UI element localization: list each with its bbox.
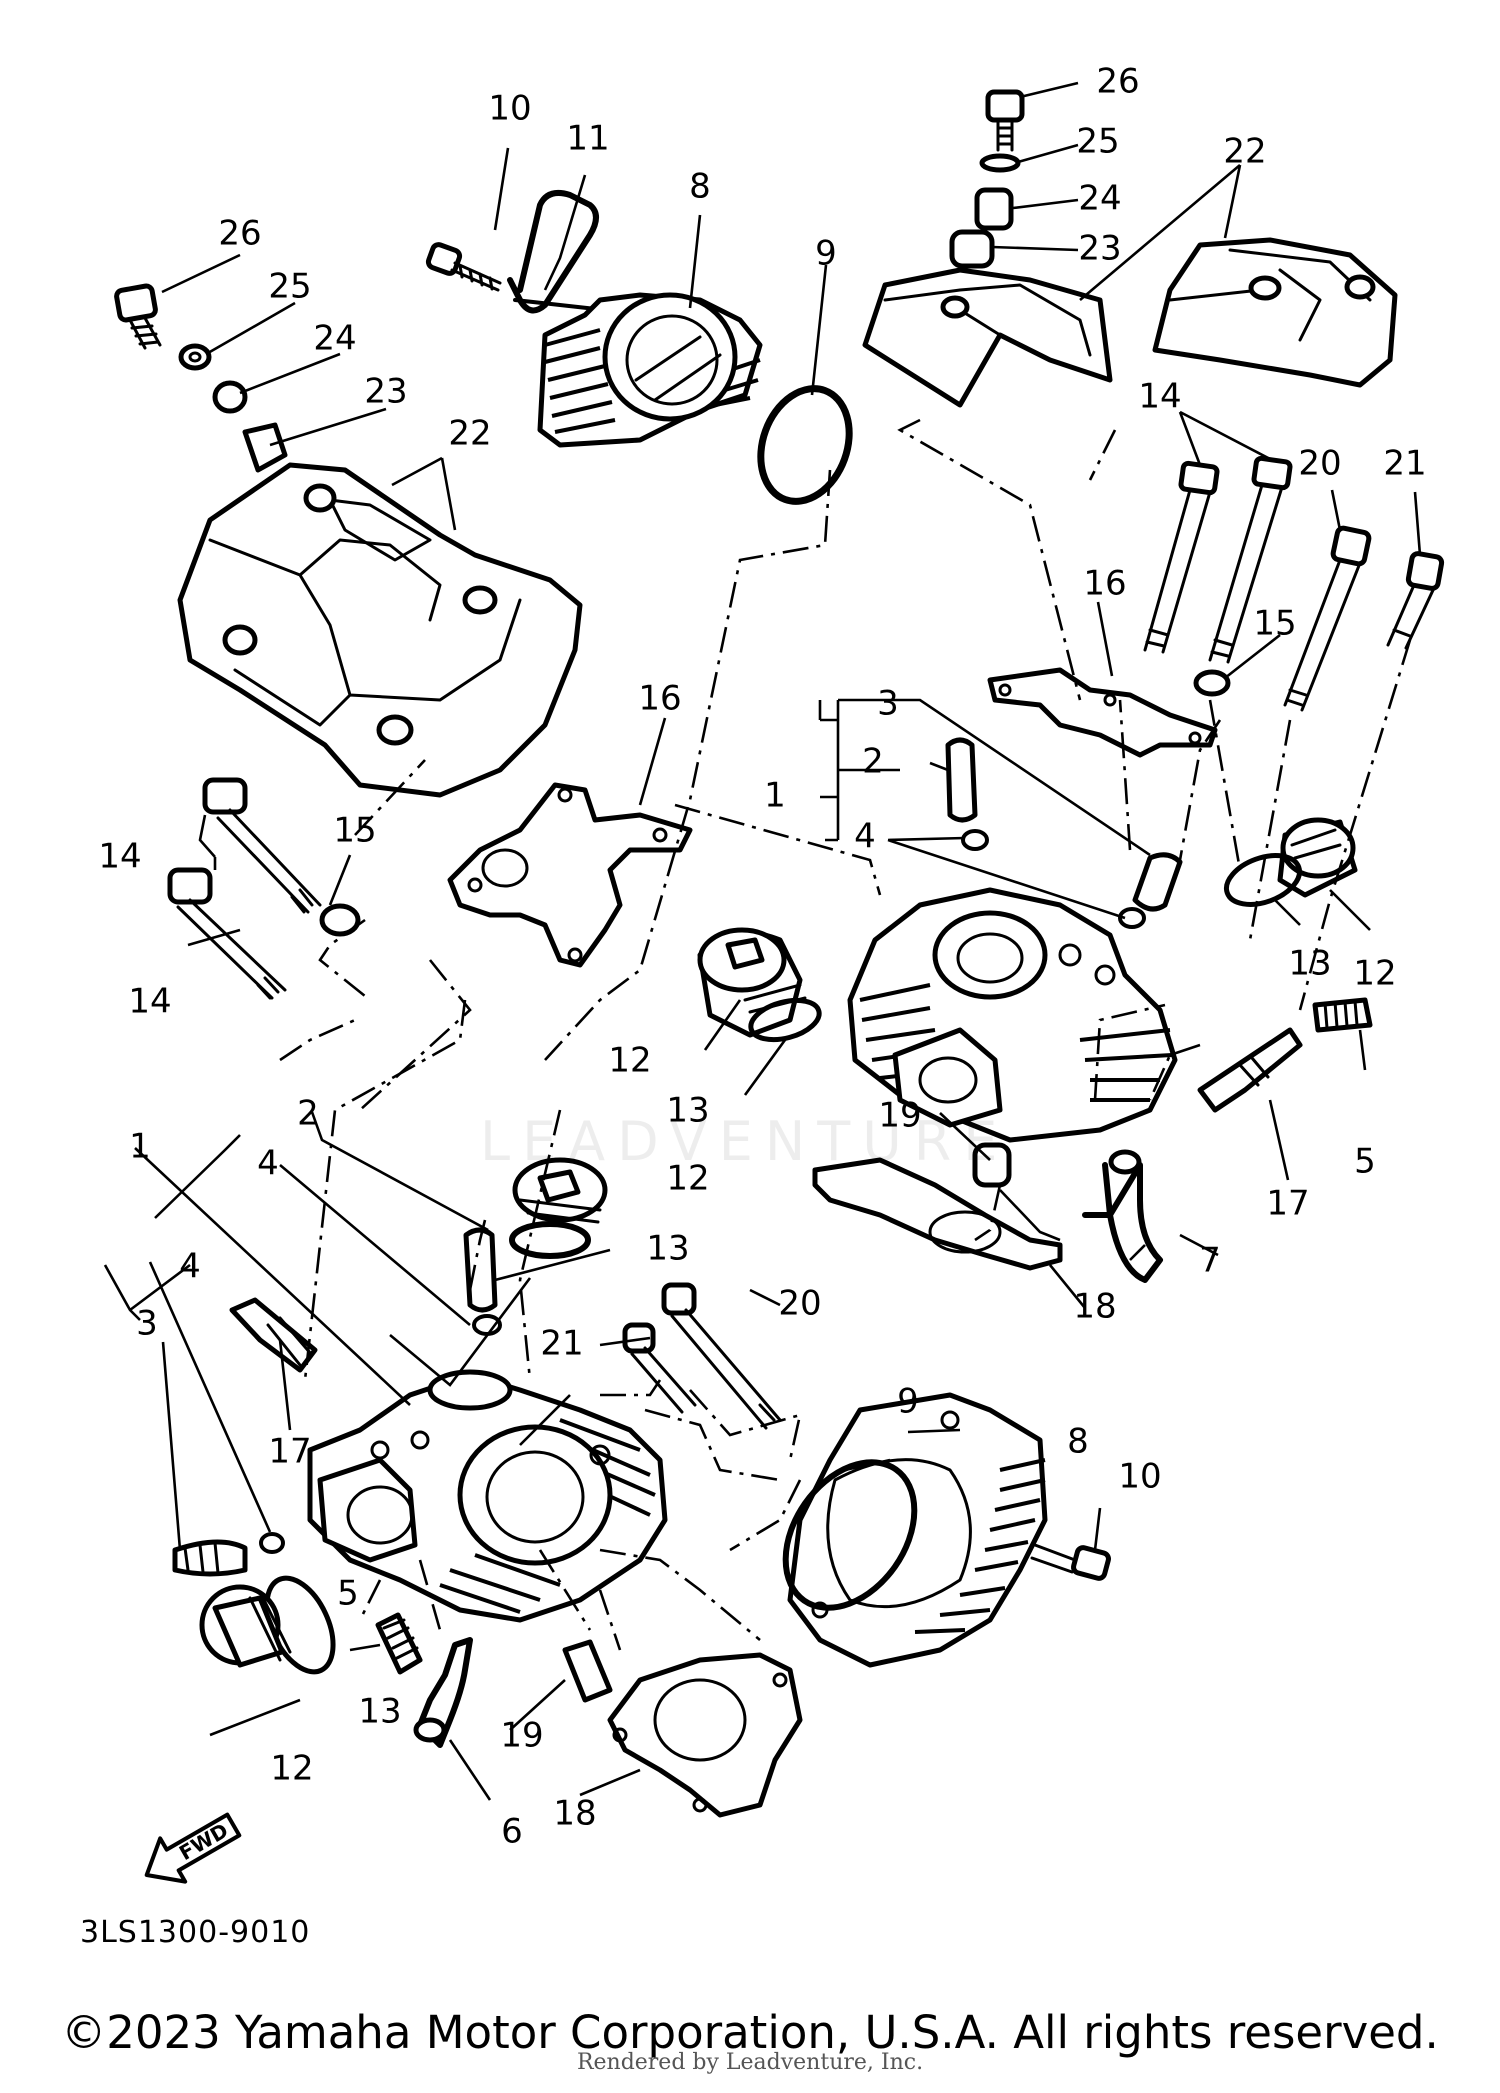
callout-front-circlip-4a: 4 [257, 1144, 279, 1184]
copyright-notice: ©2023 Yamaha Motor Corporation, U.S.A. A… [61, 2006, 1439, 2059]
diagram-code: 3LS1300-9010 [80, 1915, 311, 1950]
callout-rear-stud-5: 5 [1354, 1142, 1376, 1182]
callouts: 10 11 8 9 26 25 24 23 22 26 25 24 23 22 … [98, 62, 1426, 1852]
callout-rear-oring-13a: 13 [666, 1091, 709, 1131]
callout-front-bolt-26: 26 [218, 214, 261, 254]
front-cover-8-part [787, 1392, 1048, 1668]
callout-front-collar-24: 24 [313, 319, 356, 359]
callout-rear-oring-9: 9 [815, 234, 837, 274]
top-bolt-10-part [425, 242, 502, 292]
callout-front-spark-plug-17: 17 [268, 1432, 311, 1472]
callout-front-bracket-16: 16 [638, 679, 681, 719]
rear-head-group [697, 737, 1373, 1283]
callout-rear-bolt-14: 14 [1138, 377, 1181, 417]
callout-rear-cover-22: 22 [1223, 132, 1266, 172]
rendered-by-credit: Rendered by Leadventure, Inc. [576, 2050, 924, 2075]
rear-pipe-7-part [1082, 1162, 1163, 1283]
leader-lines [103, 81, 1422, 1801]
rear-plug-12a-part [697, 927, 822, 1043]
callout-rear-plug-12b: 12 [1353, 954, 1396, 994]
callout-front-pipe-6: 6 [501, 1812, 523, 1852]
watermark: LEADVENTURE [480, 1110, 1010, 1173]
callout-rear-washer-25: 25 [1076, 122, 1119, 162]
callout-rear-valve-guide-2: 2 [862, 742, 884, 782]
callout-front-cover-8: 8 [1067, 1422, 1089, 1462]
top-hose-11-part [507, 190, 599, 314]
callout-rear-gasket-18: 18 [1073, 1287, 1116, 1327]
callout-front-plug-12b: 12 [270, 1749, 313, 1789]
callout-rear-cyl-head-1: 1 [764, 776, 786, 816]
callout-front-bolt-21: 21 [540, 1324, 583, 1364]
callout-top-bolt-10: 10 [488, 89, 531, 129]
rear-bracket-16-part [987, 667, 1218, 758]
callout-rear-plug-12a: 12 [608, 1041, 651, 1081]
rear-cover-22a-part [862, 267, 1113, 408]
callout-rear-bolt-21: 21 [1383, 444, 1426, 484]
top-oring-9-part [757, 385, 853, 505]
callout-front-cover-22: 22 [448, 414, 491, 454]
callout-front-bolt-10: 10 [1118, 1457, 1161, 1497]
callout-rear-collar-24: 24 [1078, 179, 1121, 219]
rear-gasket-18-part [812, 1157, 1063, 1271]
callout-rear-washer-15: 15 [1253, 604, 1296, 644]
rear-cover-22b-part [1152, 237, 1398, 388]
callout-front-valve-guide-2: 2 [297, 1094, 319, 1134]
top-cover-assembly [425, 190, 853, 505]
callout-rear-bracket-16: 16 [1083, 564, 1126, 604]
callout-top-cover-8: 8 [689, 167, 711, 207]
top-cover-8-part [537, 292, 763, 448]
front-head-group [172, 1157, 1111, 1818]
front-bolts-group [167, 777, 693, 1000]
callout-front-oring-9: 9 [897, 1382, 919, 1422]
callout-front-bolt-14a: 14 [98, 837, 141, 877]
callout-rear-spark-plug-17: 17 [1266, 1184, 1309, 1224]
callout-front-plug-12a: 12 [666, 1159, 709, 1199]
callout-front-clip-3: 3 [136, 1304, 158, 1344]
callout-rear-oring-13b: 13 [1288, 944, 1331, 984]
fwd-arrow-icon: FWD [144, 1812, 242, 1884]
callout-front-bolt-20: 20 [778, 1284, 821, 1324]
callout-rear-dowel-19: 19 [878, 1096, 921, 1136]
callout-front-damper-23: 23 [364, 372, 407, 412]
callout-rear-bolt-20: 20 [1298, 444, 1341, 484]
callout-rear-circlip-4: 4 [854, 817, 876, 857]
front-pipe-6-part [417, 1637, 473, 1748]
callout-front-cyl-head-1: 1 [129, 1127, 151, 1167]
front-cover-assembly [114, 283, 583, 798]
callout-rear-bolt-26: 26 [1096, 62, 1139, 102]
callout-front-oring-13a: 13 [646, 1229, 689, 1269]
callout-front-washer-15: 15 [333, 811, 376, 851]
callout-front-circlip-4b: 4 [179, 1247, 201, 1287]
rear-cover-assembly [862, 89, 1398, 408]
callout-front-gasket-18: 18 [553, 1794, 596, 1834]
assembly-lines [279, 418, 1412, 1651]
callout-top-hose-11: 11 [566, 119, 609, 159]
callout-rear-pipe-7: 7 [1199, 1241, 1221, 1281]
callout-front-washer-25: 25 [268, 267, 311, 307]
front-gasket-18-part [607, 1652, 803, 1818]
front-bracket-16-part [447, 782, 693, 968]
rear-bolts-group [987, 455, 1445, 758]
callout-front-oring-13b: 13 [358, 1692, 401, 1732]
front-cover-22-part [177, 462, 583, 798]
callout-rear-clip-3: 3 [877, 684, 899, 724]
callout-front-bolt-14b: 14 [128, 982, 171, 1022]
callout-front-dowel-19: 19 [500, 1716, 543, 1756]
callout-rear-damper-23: 23 [1078, 229, 1121, 269]
callout-front-stud-5: 5 [337, 1574, 359, 1614]
